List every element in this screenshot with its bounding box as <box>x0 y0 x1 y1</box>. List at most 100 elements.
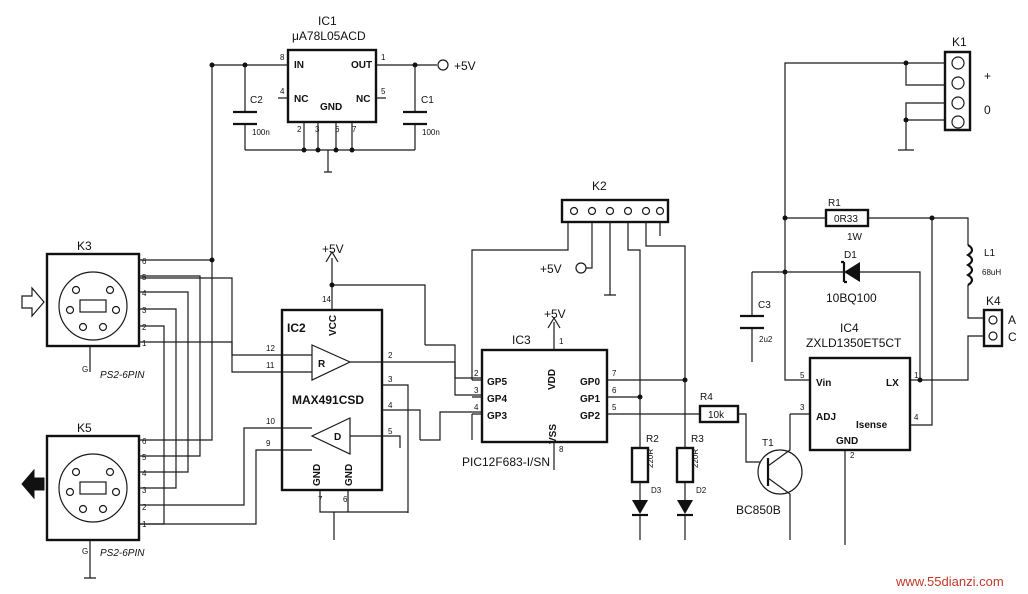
k5-pin-hole <box>111 487 121 497</box>
k5-socket-outline <box>58 453 128 523</box>
k3-ref: K3 <box>77 239 92 253</box>
c2-ref: C2 <box>250 95 263 106</box>
ic3-k2-wire <box>471 222 569 440</box>
ic2-internal-wires <box>282 354 382 451</box>
c2-plates <box>233 110 257 126</box>
c1-plates <box>403 110 427 126</box>
k4-c: C <box>1008 330 1017 344</box>
inductor-l1: L1 68uH <box>965 244 1001 286</box>
k3-pin-hole <box>98 322 108 332</box>
ic3-vdd-arrow-icon <box>547 316 561 329</box>
wire-k3-pin6-5v <box>139 65 213 261</box>
watermark: www.55dianzi.com <box>895 574 1004 589</box>
d1-wires <box>785 271 921 381</box>
wire-k3-pin1-ic2-r <box>139 341 282 373</box>
d2-ref: D2 <box>696 486 707 495</box>
ic2-vcc: VCC <box>328 315 339 336</box>
junction <box>349 147 355 153</box>
k3-pin-hole <box>65 305 75 315</box>
k1-ref: K1 <box>952 35 967 49</box>
input-arrow-icon <box>21 286 45 318</box>
ic1-pin-gnd: GND <box>320 102 342 113</box>
ic1-pin-in: IN <box>294 60 304 71</box>
ic1-ref: IC1 <box>318 14 337 28</box>
ic4-adj: ADJ <box>816 412 836 423</box>
k5-key <box>79 481 107 495</box>
k5-pinnum-6: 6 <box>142 437 147 446</box>
d1-part: 10BQ100 <box>826 291 877 305</box>
k1-plus: + <box>984 69 991 83</box>
t1-legs <box>767 414 791 540</box>
c3-ref: C3 <box>758 300 771 311</box>
ic4-pinnum-4: 4 <box>914 413 919 422</box>
ic2-pinnum-9: 9 <box>266 439 271 448</box>
junction <box>301 147 307 153</box>
ic4-isense: Isense <box>856 420 888 431</box>
wire-k5-pin1-ic2-9 <box>139 449 282 525</box>
k5-pinnum-3: 3 <box>142 486 147 495</box>
wire-k5-pin2-ic2-d <box>139 427 282 506</box>
ic3-gp5: GP5 <box>487 377 507 388</box>
led-d3-icon <box>632 500 648 514</box>
k2-pin <box>655 206 665 216</box>
k3-key <box>79 299 107 313</box>
ic4-ref: IC4 <box>840 321 859 335</box>
output-arrow-icon <box>21 468 45 500</box>
ic2-pinnum-14: 14 <box>322 295 331 304</box>
ic4-pinnum-3: 3 <box>800 403 805 412</box>
ic3-gp3: GP3 <box>487 411 507 422</box>
junction <box>903 60 909 66</box>
t1-part: BC850B <box>736 503 781 517</box>
capacitor-c3: C3 2u2 <box>740 271 785 362</box>
ic1-pin-nc1: NC <box>294 94 308 105</box>
ic3-pinnum-1: 1 <box>559 337 564 346</box>
l1-ref: L1 <box>984 248 996 259</box>
ic1-pin-nc2: NC <box>356 94 370 105</box>
ic3-body <box>480 348 609 444</box>
k4-ref: K4 <box>986 294 1001 308</box>
k2-ref: K2 <box>592 179 607 193</box>
ic1-pin-wires <box>212 64 437 99</box>
ic1-pin-out: OUT <box>351 60 372 71</box>
r3-value: 220R <box>691 449 700 468</box>
c2-value: 100n <box>252 128 270 137</box>
capacitor-c2: C2 100n <box>233 65 270 150</box>
junction <box>903 117 909 123</box>
d1-triangle <box>844 262 860 282</box>
ic2-part: MAX491CSD <box>292 393 364 407</box>
ic2-transceiver: IC2 MAX491CSD VCC R D GND GND 14 12 11 1… <box>266 295 393 504</box>
t1-ref: T1 <box>762 438 774 449</box>
junction <box>315 147 321 153</box>
d1-ref: D1 <box>844 250 857 261</box>
connector-k4: K4 A C <box>982 294 1017 348</box>
r4-to-t1-wire <box>738 413 760 463</box>
ic3-microcontroller: IC3 VDD VSS GP5 GP4 GP3 GP0 GP1 GP2 PIC1… <box>462 333 617 469</box>
wire-k3-k5-pin5 <box>139 275 201 457</box>
junction <box>782 215 788 221</box>
k5-pinnum-5: 5 <box>142 453 147 462</box>
connector-k5: K5 PS2-6PIN 6 5 4 3 2 1 G <box>45 421 147 559</box>
c1-ref: C1 <box>421 95 434 106</box>
k3-pinnum-3: 3 <box>142 306 147 315</box>
k5-pin-hole <box>105 467 115 477</box>
ic3-part: PIC12F683-I/SN <box>462 455 550 469</box>
k5-pinnum-g: G <box>82 547 88 556</box>
junction <box>209 257 215 263</box>
plus5v-label-k2: +5V <box>540 262 562 276</box>
r1-wires <box>785 217 969 426</box>
k1-zero: 0 <box>984 103 991 117</box>
resistor-r1: 0R33 R1 1W <box>824 198 870 243</box>
ic2-pinnum-10: 10 <box>266 417 275 426</box>
k3-pin-hole <box>105 285 115 295</box>
junction <box>209 62 215 68</box>
ic4-pinnum-2: 2 <box>850 451 855 460</box>
ic2-gnd2: GND <box>344 464 355 486</box>
ic4-lx: LX <box>886 378 899 389</box>
k3-label: PS2-6PIN <box>100 370 145 381</box>
c3-plates <box>740 314 764 330</box>
ic1-pinnum-1: 1 <box>381 53 386 62</box>
ic4-pinnum-5: 5 <box>800 371 805 380</box>
k5-pinnum-4: 4 <box>142 469 147 478</box>
k4-a: A <box>1008 313 1016 327</box>
ic3-ref: IC3 <box>512 333 531 347</box>
